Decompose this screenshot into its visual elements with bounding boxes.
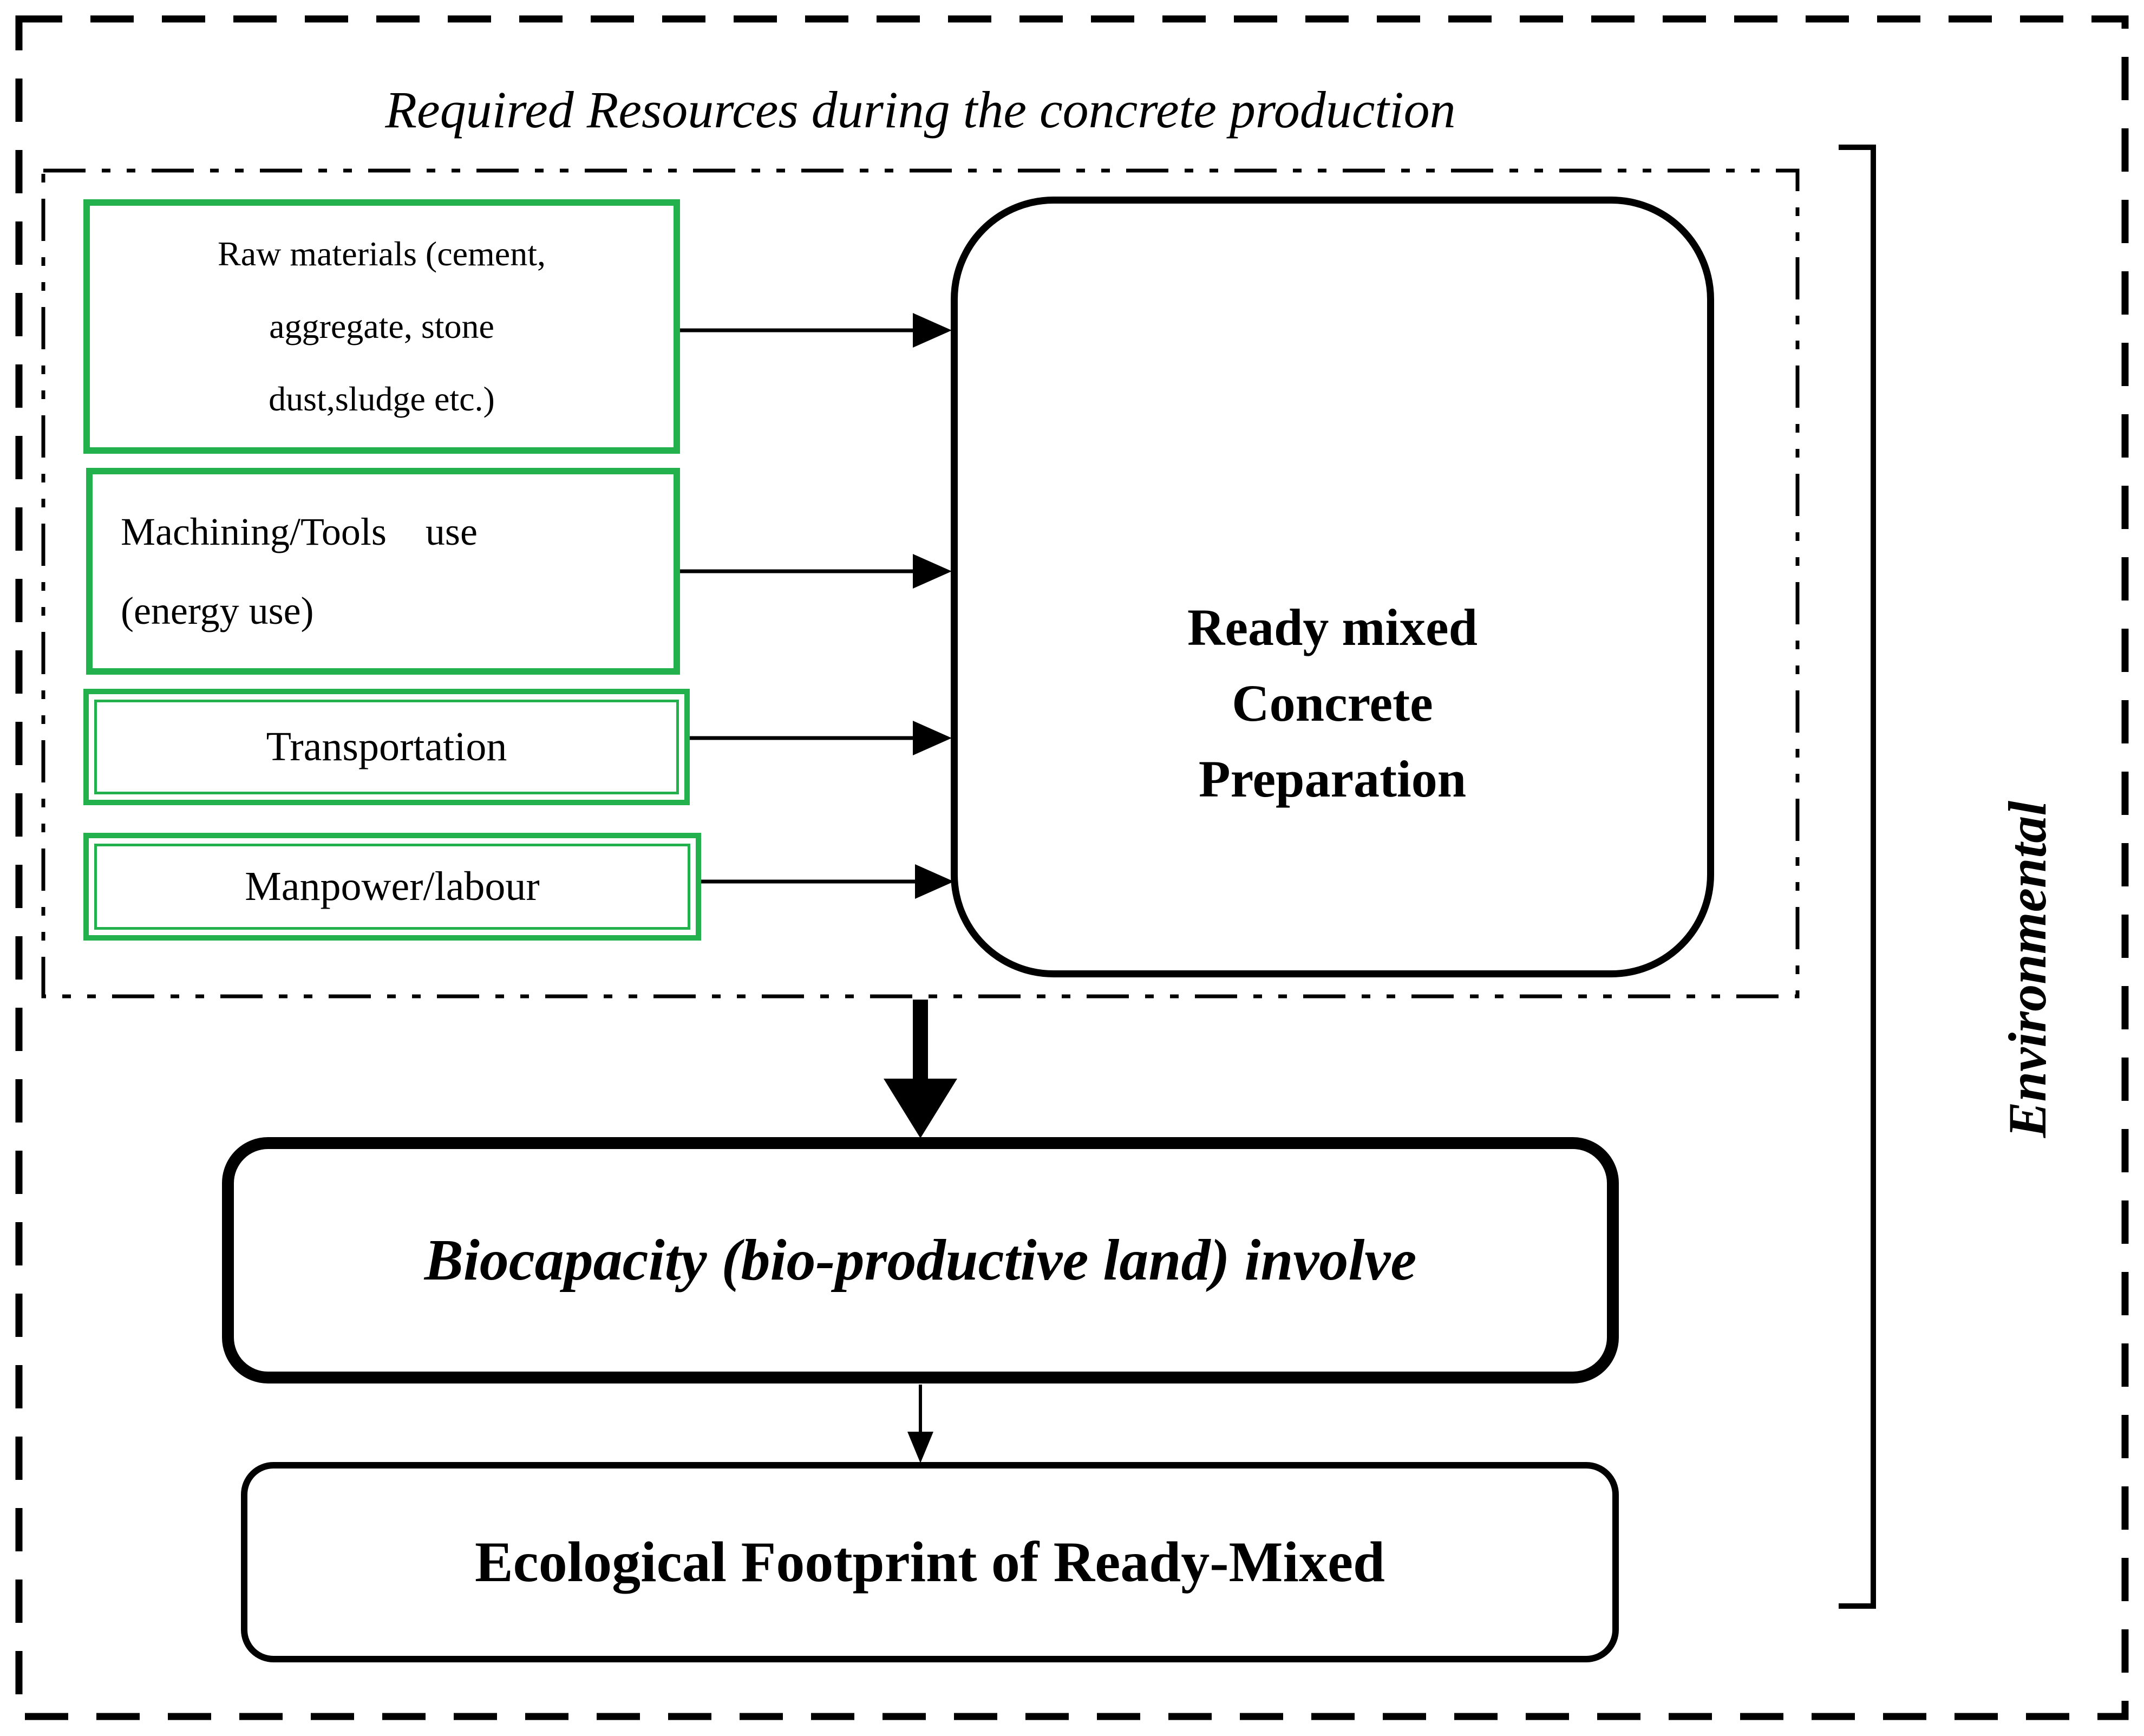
input-box-manpower: Manpower/labour (83, 833, 701, 941)
arrow-transportation (690, 721, 952, 755)
diagram-title: Required Resources during the concrete p… (385, 81, 1456, 139)
machining-line-1: Machining/Tools use (121, 510, 478, 553)
biocapacity-box: Biocapacity (bio-productive land) involv… (222, 1137, 1619, 1383)
ecological-footprint-box: Ecological Footprint of Ready-Mixed (241, 1462, 1619, 1662)
environmental-bracket (1839, 145, 1876, 1609)
input-box-machining-tools: Machining/Tools use (energy use) (86, 468, 680, 675)
raw-materials-line-3: dust,sludge etc.) (269, 380, 495, 418)
raw-materials-line-2: aggregate, stone (269, 307, 494, 345)
process-line-2: Concrete (1232, 674, 1433, 732)
input-box-transportation: Transportation (83, 689, 690, 805)
process-line-3: Preparation (1198, 750, 1467, 808)
arrow-raw-materials (680, 313, 952, 348)
input-box-raw-materials: Raw materials (cement, aggregate, stone … (83, 199, 680, 454)
arrow-manpower (701, 864, 954, 899)
machining-line-2: (energy use) (121, 589, 314, 632)
process-box-ready-mixed: Ready mixed Concrete Preparation (951, 197, 1714, 977)
process-line-1: Ready mixed (1187, 598, 1478, 656)
arrow-to-biocapacity (884, 1000, 957, 1138)
ecological-footprint-label: Ecological Footprint of Ready-Mixed (474, 1530, 1385, 1594)
biocapacity-label: Biocapacity (bio-productive land) involv… (424, 1228, 1417, 1293)
raw-materials-line-1: Raw materials (cement, (218, 234, 546, 273)
process-box-text: Ready mixed Concrete Preparation (1187, 590, 1478, 817)
transportation-label: Transportation (266, 724, 507, 769)
arrow-to-footprint (907, 1385, 933, 1463)
arrow-machining-tools (680, 554, 952, 589)
inner-dashdot-border (41, 168, 1800, 998)
environmental-side-label: Environmental (1997, 800, 2057, 1138)
outer-dashed-border (15, 15, 2129, 1720)
manpower-label: Manpower/labour (245, 864, 540, 909)
